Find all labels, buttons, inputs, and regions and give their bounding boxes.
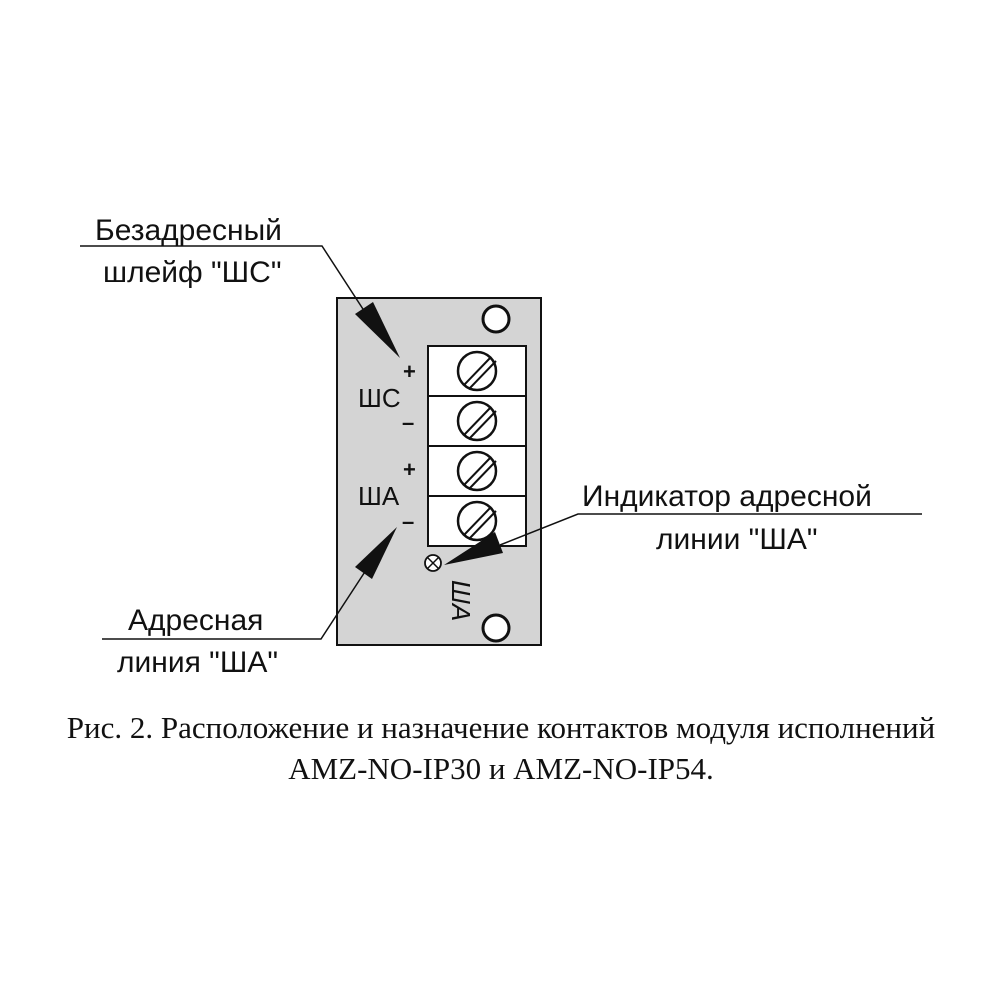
mounting-hole-bottom xyxy=(481,613,511,643)
callout-shs-line1: Безадресный xyxy=(95,214,282,247)
leader-indicator xyxy=(444,513,922,565)
leader-shs xyxy=(80,245,400,358)
led-label: ША xyxy=(446,580,476,621)
callout-indicator-line2: линии "ША" xyxy=(656,523,817,556)
figure-caption-line2: AMZ-NO-IP30 и AMZ-NO-IP54. xyxy=(288,751,714,786)
pin-label-shs: ШС xyxy=(358,383,401,413)
pin-sign-shs-plus: + xyxy=(403,359,416,384)
leader-sha xyxy=(102,527,397,640)
pin-sign-sha-minus: – xyxy=(402,509,414,534)
callout-sha-line1: Адресная xyxy=(128,604,263,637)
mounting-hole-top xyxy=(481,304,511,334)
callout-indicator-line1: Индикатор адресной xyxy=(582,480,872,513)
pin-label-sha: ША xyxy=(358,481,400,511)
pin-sign-shs-minus: – xyxy=(402,410,414,435)
terminal-screw-shs-minus xyxy=(456,400,498,442)
terminal-screw-shs-plus xyxy=(456,350,498,392)
terminal-block xyxy=(427,345,527,547)
callout-sha-line2: линия "ША" xyxy=(117,646,278,679)
terminal-screw-sha-plus xyxy=(456,450,498,492)
callout-shs-line2: шлейф "ШС" xyxy=(103,256,282,289)
pin-sign-sha-plus: + xyxy=(403,457,416,482)
led-indicator xyxy=(424,554,442,572)
figure-caption-line1: Рис. 2. Расположение и назначение контак… xyxy=(67,710,935,745)
terminal-screw-sha-minus xyxy=(456,500,498,542)
